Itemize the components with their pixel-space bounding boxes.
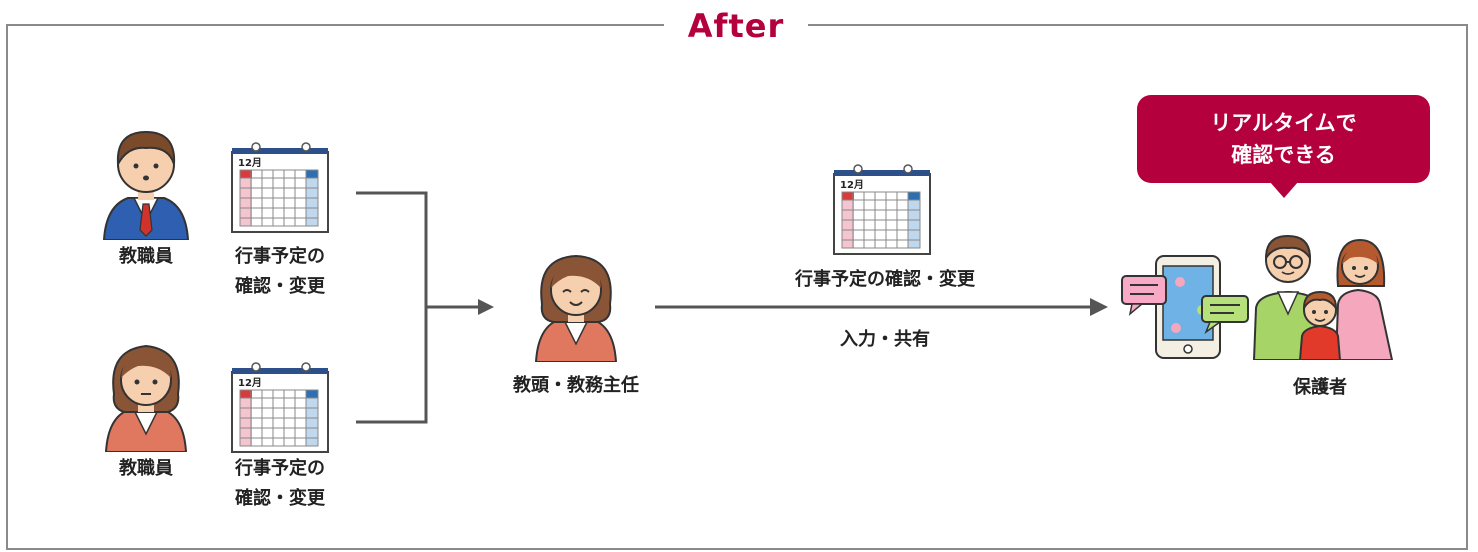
calendar-month: 12月 bbox=[840, 179, 864, 191]
calendar-month: 12月 bbox=[238, 157, 262, 169]
calendar-icon: 12月 bbox=[231, 142, 329, 233]
connector-upper bbox=[356, 191, 428, 307]
male-teacher-icon bbox=[102, 130, 190, 240]
staff-label-2: 教職員 bbox=[119, 458, 173, 479]
task-label-1-line1: 行事予定の bbox=[235, 246, 325, 267]
coordinator-label: 教頭・教務主任 bbox=[513, 375, 639, 396]
calendar-month: 12月 bbox=[238, 377, 262, 389]
vice-principal-icon bbox=[534, 254, 618, 362]
flow-label-bottom: 入力・共有 bbox=[840, 329, 930, 350]
task-label-2-line2: 確認・変更 bbox=[235, 488, 325, 509]
family-icon bbox=[1252, 234, 1394, 360]
calendar-icon: 12月 bbox=[833, 164, 931, 255]
female-teacher-icon bbox=[104, 344, 188, 452]
parents-label: 保護者 bbox=[1293, 377, 1347, 398]
task-label-1-line2: 確認・変更 bbox=[235, 276, 325, 297]
callout-line-2: 確認できる bbox=[1231, 143, 1336, 167]
calendar-icon: 12月 bbox=[231, 362, 329, 453]
diagram-title: After bbox=[664, 6, 808, 46]
task-label-2-line1: 行事予定の bbox=[235, 458, 325, 479]
arrow-head-to-parents bbox=[1090, 298, 1108, 316]
realtime-callout: リアルタイムで 確認できる bbox=[1137, 95, 1430, 183]
connector-lower bbox=[356, 307, 428, 424]
flow-label-top: 行事予定の確認・変更 bbox=[795, 269, 975, 290]
arrow-head-to-coordinator bbox=[478, 299, 494, 315]
callout-tail bbox=[1270, 182, 1298, 198]
smartphone-chat-icon bbox=[1121, 255, 1249, 359]
callout-line-1: リアルタイムで bbox=[1210, 111, 1357, 135]
staff-label-1: 教職員 bbox=[119, 246, 173, 267]
